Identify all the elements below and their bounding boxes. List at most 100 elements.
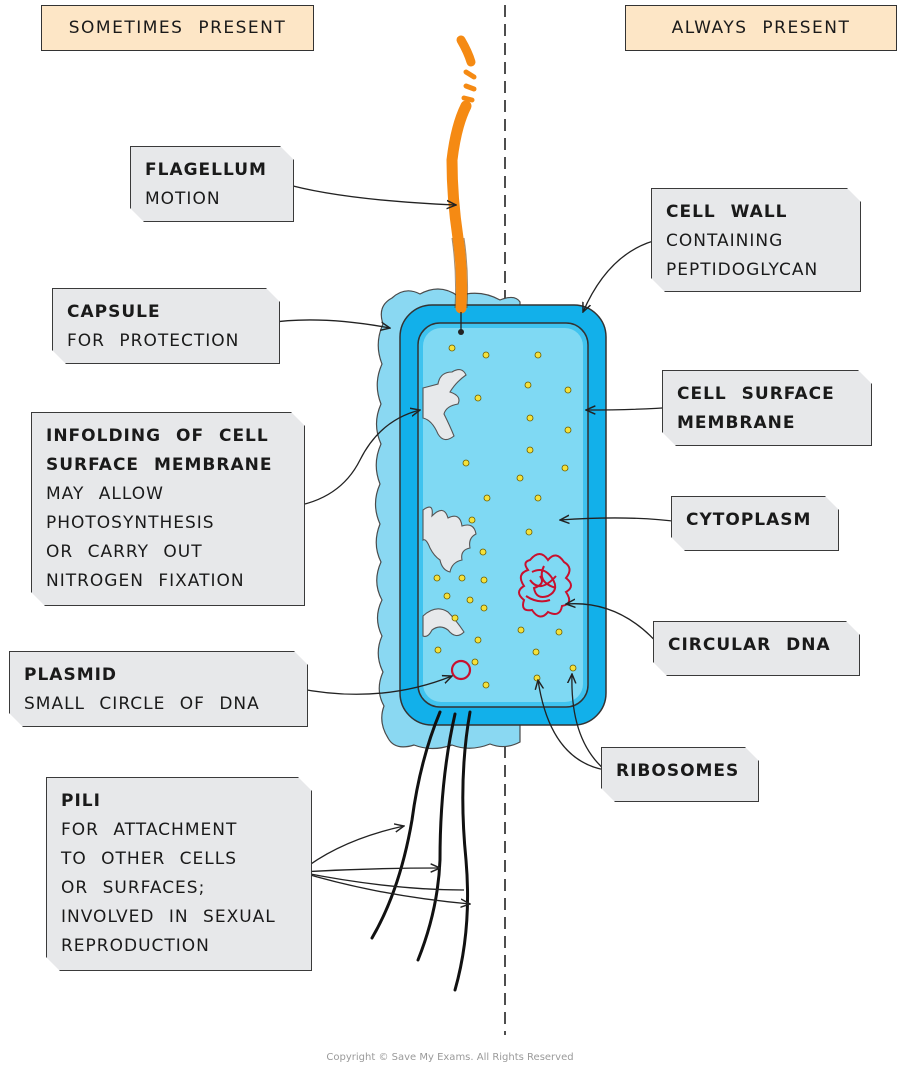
capsule-title: CAPSULE — [67, 302, 161, 322]
ribosome — [534, 494, 542, 502]
connector-plasmid — [295, 676, 452, 695]
ribosome — [480, 576, 488, 584]
connector-dna — [566, 604, 661, 647]
ribosome — [471, 658, 479, 666]
connector-cytoplasm — [560, 518, 681, 522]
pili-desc-1: FOR ATTACHMENT — [61, 820, 238, 840]
ribosome — [462, 459, 470, 467]
label-ribosomes: RIBOSOMES — [601, 747, 759, 802]
ribosome — [483, 494, 491, 502]
ribosomes-title: RIBOSOMES — [616, 761, 740, 781]
label-cytoplasm: CYTOPLASM — [671, 496, 839, 551]
connector-pili-4 — [299, 871, 465, 891]
infolding-desc-2: PHOTOSYNTHESIS — [46, 513, 215, 533]
label-circular-dna: CIRCULAR DNA — [653, 621, 860, 676]
infolding-title-1: INFOLDING OF CELL — [46, 426, 269, 446]
label-capsule: CAPSULE FOR PROTECTION — [52, 288, 280, 364]
cell-wall-title: CELL WALL — [666, 202, 788, 222]
ribosome — [524, 381, 532, 389]
ribosome — [526, 446, 534, 454]
ribosome — [482, 681, 490, 689]
ribosome — [474, 394, 482, 402]
ribosome — [458, 574, 466, 582]
connector-pili-3 — [299, 871, 470, 904]
ribosome — [564, 426, 572, 434]
flagellum-desc: MOTION — [145, 189, 221, 209]
ribosome — [526, 414, 534, 422]
pilus — [416, 712, 457, 962]
flagellum-shape-outline — [451, 237, 469, 309]
ribosome — [533, 674, 541, 682]
plasmid-ring — [450, 659, 472, 681]
circular-dna-title: CIRCULAR DNA — [668, 635, 831, 655]
pilus — [453, 710, 472, 992]
ribosomes-group — [433, 344, 577, 689]
label-infolding: INFOLDING OF CELL SURFACE MEMBRANE MAY A… — [31, 412, 305, 606]
infolding-desc-4: NITROGEN FIXATION — [46, 571, 245, 591]
cytoplasm-shape — [423, 328, 583, 702]
copyright-text: Copyright © Save My Exams. All Rights Re… — [326, 1052, 574, 1063]
plasmid-title: PLASMID — [24, 665, 118, 685]
label-pili: PILI FOR ATTACHMENT TO OTHER CELLS OR SU… — [46, 777, 312, 971]
membrane-title-1: CELL SURFACE — [677, 384, 835, 404]
connector-pili-2 — [299, 868, 440, 872]
label-cell-wall: CELL WALL CONTAINING PEPTIDOGLYCAN — [651, 188, 861, 292]
membrane-title-2: MEMBRANE — [677, 413, 796, 433]
ribosome — [564, 386, 572, 394]
connector-ribosome-1 — [538, 680, 606, 771]
pili-desc-2: TO OTHER CELLS — [61, 849, 238, 869]
cytoplasm-title: CYTOPLASM — [686, 510, 812, 530]
ribosome — [517, 626, 525, 634]
ribosome — [555, 628, 563, 636]
flagellum-dash — [461, 95, 475, 103]
flagellum-base — [458, 329, 464, 335]
flagellum-dash — [463, 83, 477, 92]
flagellum-dash — [463, 69, 477, 80]
label-cell-surface-membrane: CELL SURFACE MEMBRANE — [662, 370, 872, 446]
ribosome — [561, 464, 569, 472]
connector-infolding — [289, 410, 420, 508]
pili-desc-3: OR SURFACES; — [61, 878, 206, 898]
ribosome — [482, 351, 490, 359]
cell-wall-desc-2: PEPTIDOGLYCAN — [666, 260, 819, 280]
ribosome — [569, 664, 577, 672]
flagellum-title: FLAGELLUM — [145, 160, 267, 180]
infolding-desc-1: MAY ALLOW — [46, 484, 164, 504]
infolding-title-2: SURFACE MEMBRANE — [46, 455, 273, 475]
ribosome — [451, 614, 459, 622]
circular-dna — [518, 553, 572, 618]
plasmid-desc: SMALL CIRCLE OF DNA — [24, 694, 260, 714]
ribosome — [468, 516, 476, 524]
connector-lines — [266, 182, 681, 904]
connector-ribosome-2 — [572, 674, 606, 771]
label-plasmid: PLASMID SMALL CIRCLE OF DNA — [9, 651, 308, 727]
ribosome — [532, 648, 540, 656]
ribosome — [433, 574, 441, 582]
pili-group — [370, 710, 472, 992]
header-always-present: ALWAYS PRESENT — [625, 5, 897, 51]
ribosome — [466, 596, 474, 604]
infolding-middle — [422, 506, 477, 573]
connector-flagellum — [281, 182, 456, 205]
ribosome — [534, 351, 542, 359]
pili-title: PILI — [61, 791, 101, 811]
ribosome — [525, 528, 533, 536]
ribosome — [516, 474, 524, 482]
infolding-lower — [422, 608, 465, 637]
flagellum-shape — [446, 100, 472, 314]
capsule-desc: FOR PROTECTION — [67, 331, 240, 351]
ribosome — [479, 548, 487, 556]
flagellum-tip — [456, 35, 476, 67]
pili-desc-4: INVOLVED IN SEXUAL — [61, 907, 276, 927]
ribosome — [434, 646, 442, 654]
infolding-upper — [422, 369, 467, 441]
ribosome — [443, 592, 451, 600]
ribosome — [480, 604, 488, 612]
pilus — [370, 710, 442, 940]
cell-wall-desc-1: CONTAINING — [666, 231, 784, 251]
infolding-desc-3: OR CARRY OUT — [46, 542, 203, 562]
connector-cell-wall — [583, 238, 662, 312]
label-flagellum: FLAGELLUM MOTION — [130, 146, 294, 222]
pili-desc-5: REPRODUCTION — [61, 936, 210, 956]
